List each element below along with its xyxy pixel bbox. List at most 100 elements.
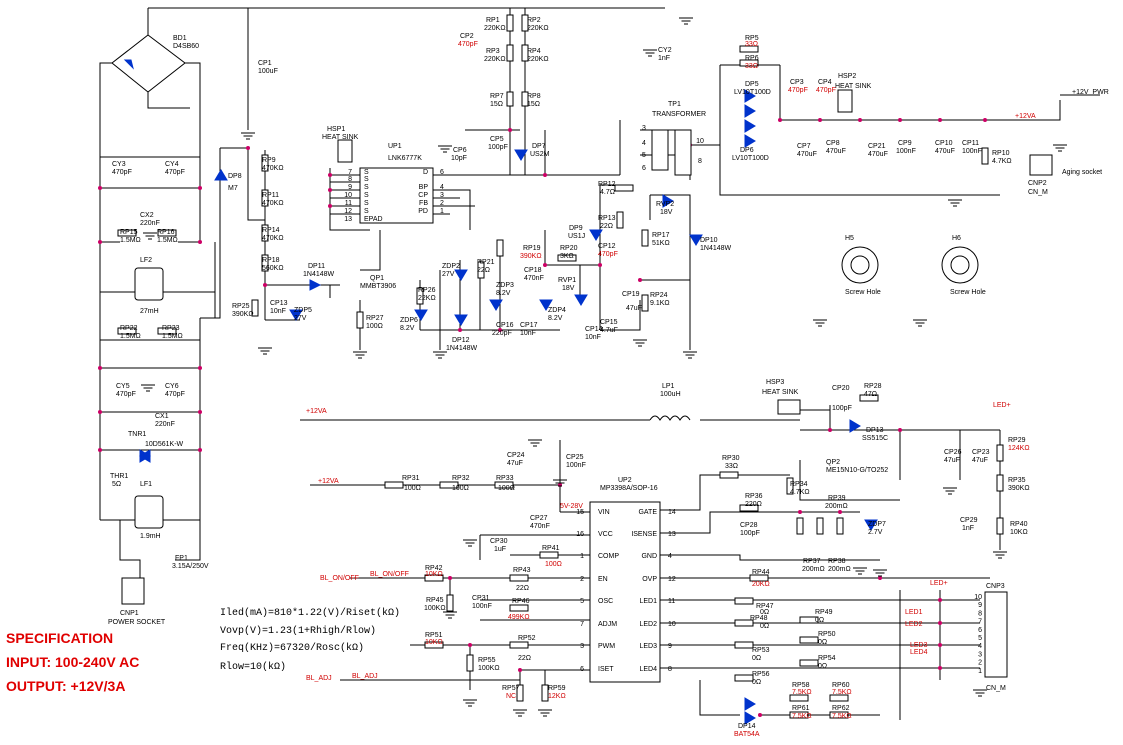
thr1-ref: THR1 <box>110 473 128 480</box>
net-bl-adj-2: BL_ADJ <box>352 673 378 680</box>
rp39-ref: RP39 <box>828 495 846 502</box>
tnr1-value: 10D561K-W <box>145 441 184 448</box>
rp17-ref: RP17 <box>652 232 670 239</box>
cp26-value: 47uF <box>944 457 960 464</box>
rp60-value: 7.5KΩ <box>832 689 852 696</box>
zdp3-value: 8.2V <box>496 290 511 297</box>
up1-value: LNK6777K <box>388 155 422 162</box>
bd1-value: D4SB60 <box>173 43 199 50</box>
rp3-value: 220KΩ <box>484 56 506 63</box>
rp51-ref: RP51 <box>425 632 443 639</box>
zdp4-value: 8.2V <box>548 315 563 322</box>
rp23-ref: RP23 <box>162 325 180 332</box>
hsp3-value: HEAT SINK <box>762 389 799 396</box>
rp33-value: 100Ω <box>498 485 515 492</box>
rp51-value: 10KΩ <box>425 639 443 646</box>
rp16-value: 1.5MΩ <box>157 237 178 244</box>
cp9-value: 100nF <box>896 148 916 155</box>
rp52-value: 22Ω <box>518 655 531 662</box>
up1-pin-name: FB <box>419 200 428 207</box>
cnp3-pin-number: 5 <box>978 635 982 642</box>
rp5-value: 33Ω <box>745 41 758 48</box>
rp31-value: 100Ω <box>404 485 421 492</box>
cp18-ref: CP18 <box>524 267 542 274</box>
rp26-value: 22KΩ <box>418 295 436 302</box>
rp7-value: 15Ω <box>490 101 503 108</box>
up2-pin-number: 12 <box>668 576 676 583</box>
hsp1-ref: HSP1 <box>327 126 345 133</box>
rp9-ref: RP9 <box>262 157 276 164</box>
rp6-ref: RP6 <box>745 55 759 62</box>
rp19-ref: RP19 <box>523 245 541 252</box>
up2-pin-name: VIN <box>598 509 610 516</box>
cp10-ref: CP10 <box>935 140 953 147</box>
up1-pin-number: 6 <box>440 169 444 176</box>
rp20-ref: RP20 <box>560 245 578 252</box>
dp5-ref: DP5 <box>745 81 759 88</box>
cnp3-pin-number: 3 <box>978 651 982 658</box>
cp24-ref: CP24 <box>507 452 525 459</box>
rp42-ref: RP42 <box>425 565 443 572</box>
cx2-ref: CX2 <box>140 212 154 219</box>
rp54-value: 0Ω <box>818 663 827 670</box>
cy6-ref: CY6 <box>165 383 179 390</box>
rp28-value: 47Ω <box>864 391 877 398</box>
rp27-value: 100Ω <box>366 323 383 330</box>
cnp1-value: POWER SOCKET <box>108 619 166 626</box>
rp45-ref: RP45 <box>426 597 444 604</box>
rp25-value: 390KΩ <box>232 311 254 318</box>
cp29-ref: CP29 <box>960 517 978 524</box>
up1-pin-name: S <box>364 184 369 191</box>
cp28-ref: CP28 <box>740 522 758 529</box>
cp20-ref: CP20 <box>832 385 850 392</box>
up1-pin-number: 4 <box>440 184 444 191</box>
rp35-ref: RP35 <box>1008 477 1026 484</box>
rp8-ref: RP8 <box>527 93 541 100</box>
up2-pin-number: 16 <box>576 531 584 538</box>
rp17-value: 51KΩ <box>652 240 670 247</box>
rvp2-value: 18V <box>660 209 673 216</box>
spec-heading: SPECIFICATION <box>6 630 114 646</box>
rp48-value: 0Ω <box>760 623 769 630</box>
dp8-value: M7 <box>228 185 238 192</box>
cnp3-ref: CNP3 <box>986 583 1005 590</box>
cnp1-ref: CNP1 <box>120 610 139 617</box>
rp32-ref: RP32 <box>452 475 470 482</box>
rp15-value: 1.5MΩ <box>120 237 141 244</box>
cp24-value: 47uF <box>507 460 523 467</box>
rp38-ref: RP38 <box>828 558 846 565</box>
cy5-ref: CY5 <box>116 383 130 390</box>
rp14-ref: RP14 <box>262 227 280 234</box>
cp25-ref: CP25 <box>566 454 584 461</box>
up2-pin-number: 3 <box>580 643 584 650</box>
rp15-ref: RP15 <box>120 229 138 236</box>
rp2-value: 220KΩ <box>527 25 549 32</box>
cp17-value: 10nF <box>520 330 536 337</box>
rp1-value: 220KΩ <box>484 25 506 32</box>
up2-pin-name: EN <box>598 576 608 583</box>
rp40-ref: RP40 <box>1010 521 1028 528</box>
net-12va-top: +12VA <box>1015 113 1036 120</box>
net-labels: +12V_PWR +12VA +12VA +12VA LED+ LED+ BL_… <box>306 89 1109 682</box>
cp15-ref: CP15 <box>600 319 618 326</box>
cp2-value: 470pF <box>458 41 478 48</box>
cp15-value: 4.7uF <box>600 327 618 334</box>
up1-pin-number: 10 <box>344 192 352 199</box>
rp34-value: 4.7KΩ <box>790 489 810 496</box>
rp39-value: 200mΩ <box>825 503 848 510</box>
rp23-value: 1.5MΩ <box>162 333 183 340</box>
diodes <box>123 59 878 725</box>
up2-value: MP3398A/SOP-16 <box>600 485 658 492</box>
up2-pin-name: ADJM <box>598 621 617 628</box>
zdp3-ref: ZDP3 <box>496 282 514 289</box>
cp17-ref: CP17 <box>520 322 538 329</box>
cp14-value: 10nF <box>585 334 601 341</box>
dp11-ref: DP11 <box>308 263 325 270</box>
cnp3-pin-number: 9 <box>978 602 982 609</box>
cp19-value: 47uF <box>626 305 642 312</box>
up2-pin-number: 10 <box>668 621 676 628</box>
up2-pin-name: PWM <box>598 643 615 650</box>
rp62-value: 7.5KΩ <box>832 713 852 720</box>
dp7-value: US2M <box>530 151 550 158</box>
lf1-ref: LF1 <box>140 481 152 488</box>
